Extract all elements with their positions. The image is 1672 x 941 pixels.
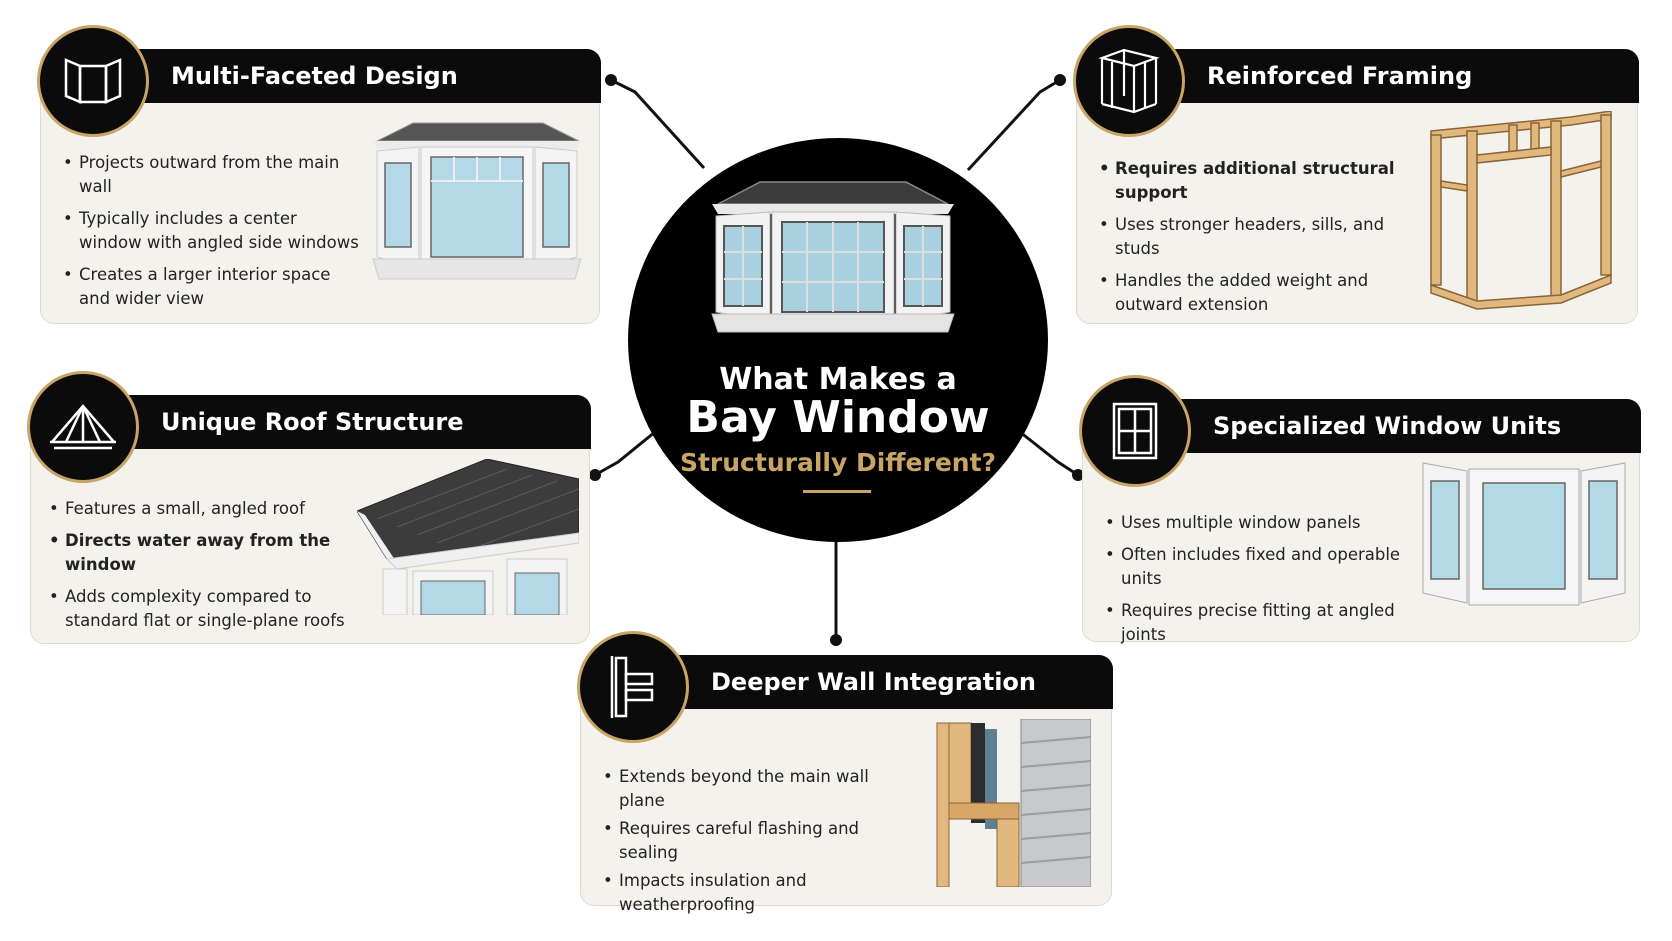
card-deeper-wall-integration: Deeper Wall Integration Extends beyond t… [577,631,1113,914]
card-title: Deeper Wall Integration [711,668,1036,696]
bullet-item: Directs water away from the window [47,529,347,577]
bay-window-illustration [711,181,955,333]
center-hub: What Makes a Bay Window Structurally Dif… [628,138,1048,542]
bullet-item: Adds complexity compared to standard fla… [47,585,347,633]
window-grid-icon [1079,375,1191,487]
card-header: Multi-Faceted Design [101,49,601,103]
bullet-list: Extends beyond the main wall plane Requi… [601,765,911,925]
card-title: Specialized Window Units [1213,412,1562,440]
card-title: Reinforced Framing [1207,62,1473,90]
card-multi-faceted-design: Multi-Faceted Design Projects outward fr… [37,25,601,324]
card-header: Unique Roof Structure [91,395,591,449]
card-specialized-window-units: Specialized Window Units Uses multiple w… [1079,375,1641,644]
bullet-item: Projects outward from the main wall [61,151,361,199]
card-title: Unique Roof Structure [161,408,464,436]
card-title: Multi-Faceted Design [171,62,458,90]
bay-window-illustration [372,122,582,280]
bullet-item: Typically includes a center window with … [61,207,361,255]
bullet-list: Uses multiple window panels Often includ… [1103,511,1413,655]
hub-subtitle: Structurally Different? [679,448,997,477]
roof-shingles-illustration [357,459,579,615]
bullet-list: Requires additional structural support U… [1097,157,1407,325]
card-header: Specialized Window Units [1143,399,1641,453]
bullet-item: Often includes fixed and operable units [1103,543,1413,591]
bullet-item: Requires precise fitting at angled joint… [1103,599,1413,647]
hub-title-line1: What Makes a [719,362,957,397]
bullet-list: Projects outward from the main wall Typi… [61,151,361,319]
card-reinforced-framing: Reinforced Framing Requires additional s… [1073,25,1639,325]
wood-frame-illustration [1430,111,1612,310]
bullet-item: Uses multiple window panels [1103,511,1413,535]
bullet-item: Requires careful flashing and sealing [601,817,911,865]
bullet-list: Features a small, angled roof Directs wa… [47,497,347,641]
hub-title-line2: Bay Window [686,392,990,443]
bullet-item: Impacts insulation and weatherproofing [601,869,911,917]
roof-truss-icon [27,371,139,483]
bullet-item: Features a small, angled roof [47,497,347,521]
frame-structure-icon [1073,25,1185,137]
card-header: Reinforced Framing [1137,49,1639,103]
bullet-item: Extends beyond the main wall plane [601,765,911,813]
card-unique-roof-structure: Unique Roof Structure Features a small, … [27,371,591,644]
folding-panels-icon [37,25,149,137]
bay-window-units-illustration [1422,462,1626,606]
card-header: Deeper Wall Integration [641,655,1113,709]
bullet-item: Creates a larger interior space and wide… [61,263,361,311]
bullet-item: Uses stronger headers, sills, and studs [1097,213,1407,261]
bullet-item: Requires additional structural support [1097,157,1407,205]
bullet-item: Handles the added weight and outward ext… [1097,269,1407,317]
wall-section-icon [577,631,689,743]
hub-divider [803,490,871,493]
wall-cross-section-illustration [931,719,1091,887]
